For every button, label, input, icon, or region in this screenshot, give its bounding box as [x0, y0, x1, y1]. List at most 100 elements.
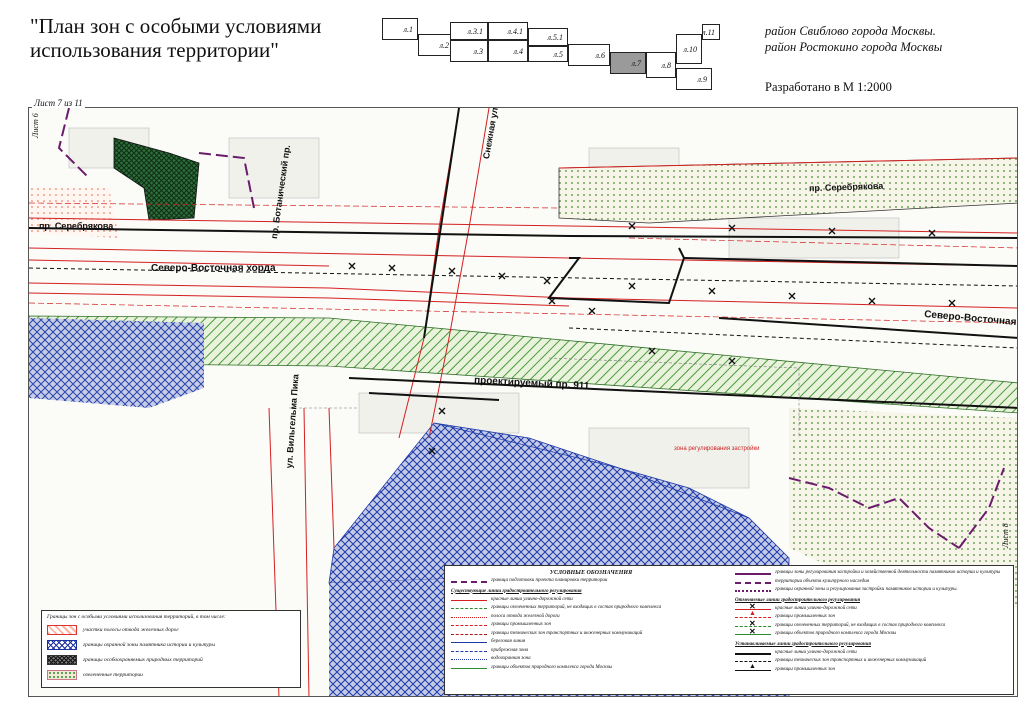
red-x-line-icon: ✕	[735, 602, 771, 613]
legend-item: граница подготовки проекта планировки те…	[451, 578, 731, 587]
red-line-icon	[451, 597, 487, 604]
sheet-cell[interactable]: л.11	[702, 24, 720, 40]
blue-dash-line-icon	[451, 648, 487, 655]
legend-item: прибрежная зона	[451, 648, 731, 657]
sheet-cell[interactable]: л.7	[610, 52, 646, 74]
legend-item-label: красные линии улично-дорожной сети	[775, 605, 857, 611]
sheet-cell[interactable]: л.1	[382, 18, 418, 40]
main-legend-box: УСЛОВНЫЕ ОБОЗНАЧЕНИЯ граница подготовки …	[444, 565, 1014, 695]
purple-dash-line-icon	[451, 578, 487, 585]
legend-item-label: границы объектов природного комплекса го…	[491, 664, 613, 670]
legend-section-heading: Существующие линии градостроительного ре…	[451, 588, 582, 594]
legend-item-label: границы объектов природного комплекса го…	[775, 631, 897, 636]
legend-item: водоохранная зона	[451, 656, 731, 665]
legend-item-label: водоохранная зона	[491, 656, 531, 661]
legend-item-label: территории объекта культурного наследия	[775, 578, 870, 584]
sheet-6-label: Лист 6	[31, 113, 40, 138]
sheet-cell[interactable]: л.3	[450, 40, 488, 62]
sheet-number-label: Лист 7 из 11	[32, 98, 85, 108]
regulation-zone-label: зона регулирования застройки	[674, 446, 760, 452]
legend-item: ▲ границы промышленных зон	[735, 610, 1011, 623]
sheet-cell[interactable]: л.6	[568, 44, 610, 66]
legend-column-right: границы зоны регулирования застройки и х…	[735, 570, 1011, 675]
sheet-cell[interactable]: л.3.1	[450, 22, 488, 40]
legend-item-label: красные линии улично-дорожной сети	[775, 649, 857, 655]
purple-line-icon	[735, 570, 771, 577]
sheet-8-label: Лист 8	[1001, 523, 1010, 548]
black-line-icon	[735, 650, 771, 657]
zone-legend-label: границы особоохраняемых природных террит…	[83, 656, 203, 663]
red-tri-line-icon: ▲	[735, 610, 771, 621]
blue-line-icon	[451, 639, 487, 646]
sheet-cell[interactable]: л.4	[488, 40, 528, 62]
sheet-cell[interactable]: л.8	[646, 52, 676, 78]
legend-item-label: полоса отвода железной дороги	[491, 613, 560, 619]
zone-legend-row: озелененные территории	[47, 667, 295, 682]
blue-dot-line-icon	[451, 656, 487, 663]
legend-column-left: УСЛОВНЫЕ ОБОЗНАЧЕНИЯ граница подготовки …	[451, 570, 731, 673]
green-dash-line-icon	[451, 605, 487, 612]
legend-item-label: границы озелененных территорий, не входя…	[775, 622, 946, 628]
legend-item: границы технических зон транспортных и и…	[451, 631, 731, 640]
legend-item: границы объектов природного комплекса го…	[451, 665, 731, 674]
legend-item-label: границы озелененных территорий, не входя…	[491, 605, 662, 610]
zone-legend-row: границы особоохраняемых природных террит…	[47, 652, 295, 667]
legend-item: ▲ границы промышленных зон	[735, 662, 1011, 676]
natural-swatch-icon	[47, 654, 77, 665]
sheet-cell[interactable]: л.2	[418, 34, 454, 56]
legend-item-label: красные линии улично-дорожной сети	[491, 596, 573, 602]
legend-item-label: границы технических зон транспортных и и…	[775, 658, 927, 663]
green-line-icon	[451, 665, 487, 672]
purple-dot-line-icon	[735, 587, 771, 594]
legend-item-label: границы промышленных зон	[775, 614, 835, 619]
district-line-1: район Свиблово города Москвы.	[765, 24, 936, 38]
street-ne-chord-left: Северо-Восточная хорда	[151, 263, 276, 274]
legend-item: границы зоны регулирования застройки и х…	[735, 570, 1011, 579]
green-x2-line-icon: ✕	[735, 628, 771, 638]
red-dash-line-icon	[451, 622, 487, 629]
green-swatch-icon	[47, 669, 77, 680]
map-title: "План зон с особыми условиями использова…	[30, 14, 322, 62]
legend-item-label: границы охранной зоны и регулирования за…	[775, 587, 958, 592]
sheet-cell[interactable]: л.5.1	[528, 28, 568, 46]
legend-section-heading: Отменяемые линии градостроительного регу…	[735, 597, 861, 603]
legend-item-label: границы технических зон транспортных и и…	[491, 630, 643, 636]
legend-item-label: границы зоны регулирования застройки и х…	[775, 570, 1001, 575]
heritage-swatch-icon	[47, 639, 77, 650]
legend-item-label: границы промышленных зон	[775, 666, 835, 672]
legend-item: границы озелененных территорий, не входя…	[451, 605, 731, 614]
legend-item: береговая линия	[451, 639, 731, 648]
zone-legend-label: границы охранной зоны памятника истории …	[83, 641, 216, 648]
legend-item-label: границы промышленных зон	[491, 622, 551, 627]
legend-item: ✕ границы озелененных территорий, не вход…	[735, 619, 1011, 632]
scale-note: Разработано в М 1:2000	[765, 80, 892, 94]
legend-item: полоса отвода железной дороги	[451, 614, 731, 623]
legend-item-label: прибрежная зона	[491, 647, 529, 653]
zone-legend-row: участки полосы отвода железных дорог	[47, 622, 295, 637]
legend-item-label: береговая линия	[491, 639, 526, 644]
red-long-line-icon	[451, 631, 487, 638]
district-caption: район Свиблово города Москвы. район Рост…	[765, 23, 942, 55]
red-dot-line-icon	[451, 614, 487, 621]
legend-item: границы промышленных зон	[451, 622, 731, 631]
legend-section-heading: Устанавливаемые линии градостроительного…	[735, 641, 871, 647]
zone-legend-heading: Границы зон с особыми условиями использо…	[47, 614, 226, 620]
sheet-cell[interactable]: л.10	[676, 34, 702, 64]
purple-dash-line-icon	[735, 579, 771, 586]
black-tri-line-icon: ▲	[735, 662, 771, 674]
green-x-line-icon: ✕	[735, 619, 771, 630]
legend-item: красные линии улично-дорожной сети	[735, 650, 1011, 659]
legend-item: границы технических зон транспортных и и…	[735, 658, 1011, 667]
black-dash-line-icon	[735, 658, 771, 665]
sheet-cell[interactable]: л.5	[528, 46, 568, 62]
zone-legend-label: озелененные территории	[83, 671, 143, 678]
legend-title: УСЛОВНЫЕ ОБОЗНАЧЕНИЯ	[549, 570, 633, 576]
legend-item: ✕ границы объектов природного комплекса г…	[735, 628, 1011, 640]
district-line-2: район Ростокино города Москвы	[765, 40, 943, 54]
legend-item: границы охранной зоны и регулирования за…	[735, 587, 1011, 596]
legend-item: территории объекта культурного наследия	[735, 579, 1011, 588]
rail-swatch-icon	[47, 624, 77, 635]
sheet-cell[interactable]: л.9	[676, 68, 712, 90]
sheet-cell[interactable]: л.4.1	[488, 22, 528, 40]
